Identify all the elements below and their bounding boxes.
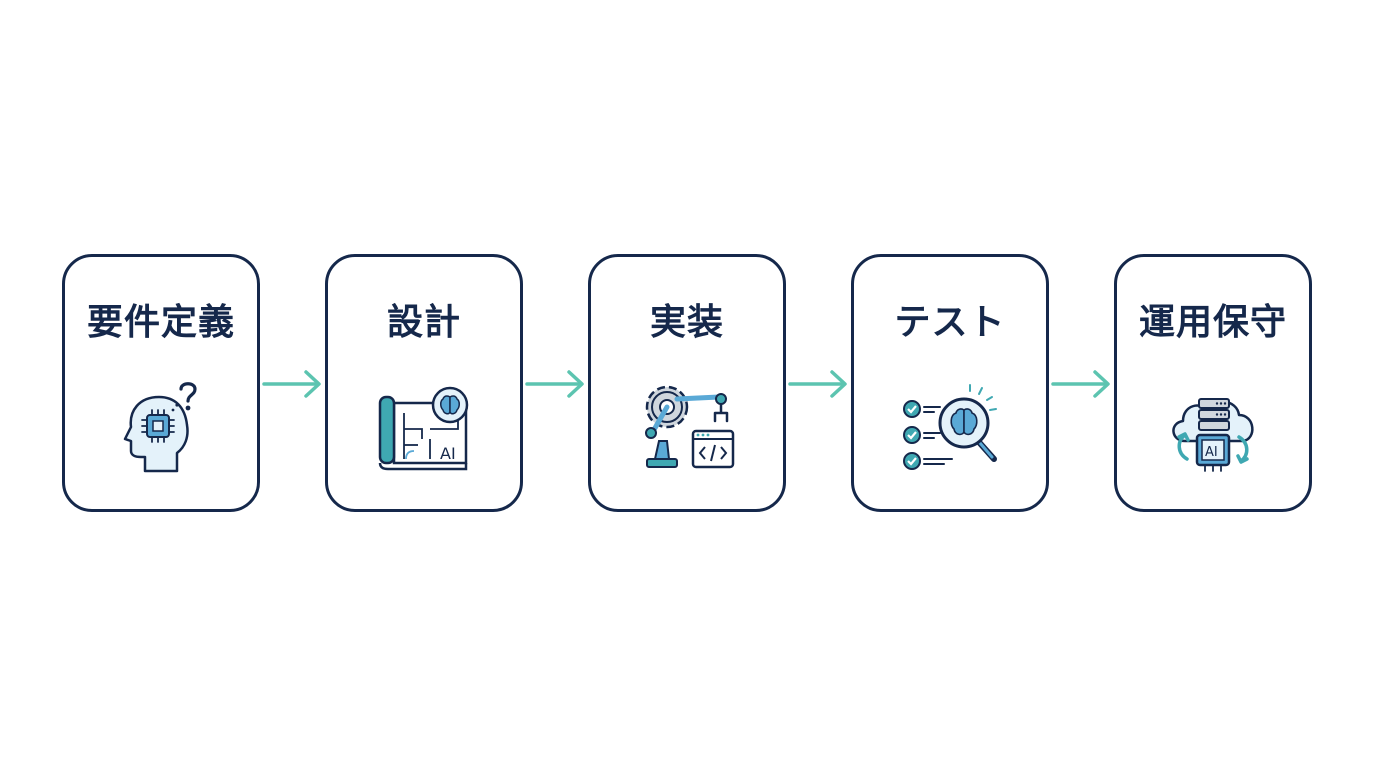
checklist-magnifier-brain-icon	[903, 384, 997, 470]
flow-arrow	[788, 370, 847, 398]
blueprint-ai-brain-icon: AI	[378, 386, 469, 471]
flow-arrow	[262, 370, 321, 398]
flow-arrow	[1051, 370, 1110, 398]
step-title: 要件定義	[86, 302, 235, 343]
step-title: テスト	[894, 302, 1006, 343]
step-title: 設計	[386, 302, 461, 343]
step-card-implementation: 実装	[588, 254, 786, 512]
step-card-operations: 運用保守 AI	[1114, 254, 1312, 512]
step-title: 運用保守	[1138, 302, 1287, 343]
step-card-design: 設計 AI	[325, 254, 523, 512]
step-card-testing: テスト	[851, 254, 1049, 512]
cloud-server-ai-chip-icon: AI	[1172, 398, 1254, 472]
check-circle-icon	[903, 400, 921, 470]
svg-text:AI: AI	[440, 444, 456, 463]
step-card-requirements: 要件定義	[62, 254, 260, 512]
gear-robot-arm-code-icon	[645, 385, 735, 469]
svg-text:AI: AI	[1205, 445, 1218, 460]
flow-arrow	[525, 370, 584, 398]
head-chip-question-icon	[123, 382, 197, 473]
step-title: 実装	[649, 302, 724, 343]
